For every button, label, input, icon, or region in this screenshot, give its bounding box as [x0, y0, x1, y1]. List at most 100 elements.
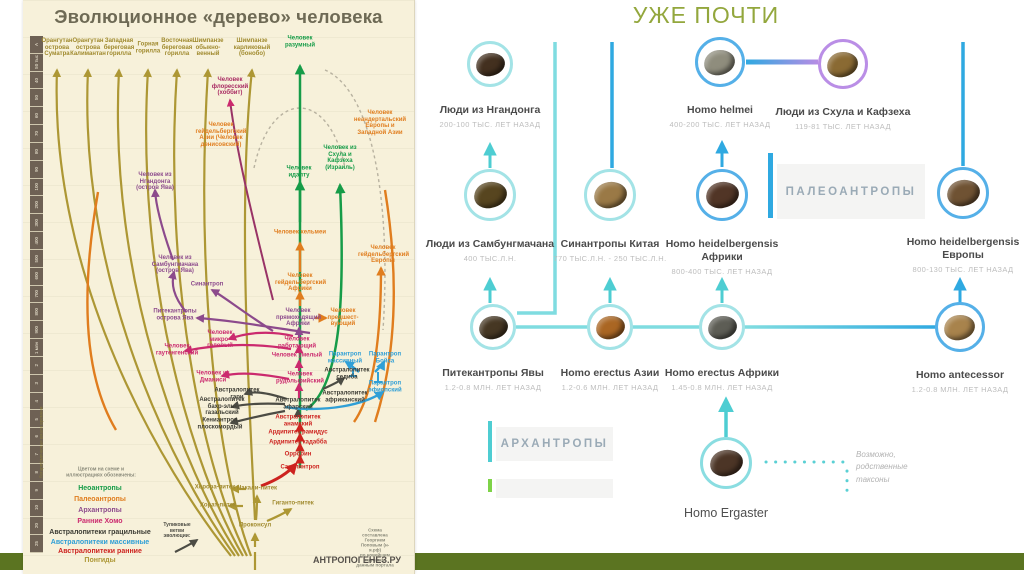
poster-label: Человек из Самбунгмачана (остров Ява) [151, 255, 199, 275]
node-name: Синантропы Китая [560, 238, 660, 250]
next-group-box [496, 479, 613, 498]
poster-label: Человек неандертальский Европы и Западно… [353, 109, 407, 136]
timeline-tick: 9 [30, 481, 43, 500]
poster-label: Шимпанзе обыкно-венный [192, 38, 224, 58]
poster-label: Орангутан острова Калимантан [70, 38, 106, 58]
node-name: Homo heidelbergensis Европы [906, 236, 1020, 261]
archanthropes-label: АРХАНТРОПЫ [500, 438, 609, 450]
timeline-tick: 700 [30, 285, 43, 304]
next-group-bar [488, 479, 492, 492]
node-subtitle: 1.2-0.8 МЛН. ЛЕТ НАЗАД [911, 385, 1009, 394]
poster-label: Ардипитек рамидус [268, 429, 328, 436]
timeline-tick: 20 [30, 517, 43, 536]
poster-label: Кениантроп плоскомордый [197, 417, 243, 430]
timeline-tick: 90 [30, 160, 43, 179]
skull-image [825, 49, 861, 79]
node-name: Люди из Схула и Кафзеха [775, 106, 911, 118]
timeline-tick: 5 [30, 410, 43, 429]
node-name: Люди из Самбунгмачана [425, 238, 555, 250]
paleoanthropes-box: ПАЛЕОАНТРОПЫ [777, 164, 925, 219]
poster-label: Человек из Схула и Кафзеха (Израиль) [323, 144, 357, 171]
timeline-tick: 50 тыс [30, 53, 43, 72]
poster-label: Австралопитеки массивные [50, 539, 150, 547]
node-name: Homo Ergaster [683, 506, 769, 520]
node-ring [467, 41, 513, 87]
poster-label: Неоантропы [78, 485, 122, 493]
node-subtitle: 400-200 ТЫС. ЛЕТ НАЗАД [669, 120, 771, 129]
poster-label: Австралопитеки ранние [58, 548, 142, 556]
poster-label: Ранние Хомо [77, 518, 123, 526]
poster-label: Австралопитек гари [214, 387, 260, 400]
slide-title: УЖЕ ПОЧТИ [632, 2, 780, 28]
paleoanthropes-bar [768, 153, 773, 218]
poster-label: Хорора-питек [194, 484, 236, 491]
poster-label: Человек прямоходящий Африки [276, 308, 322, 328]
timeline-tick: 500 [30, 249, 43, 268]
timeline-tick: 6 [30, 428, 43, 447]
node-name: Homo antecessor [915, 369, 1005, 381]
poster-label: Человек хельмеи [273, 229, 327, 236]
skull-image [706, 313, 738, 341]
node-ring [695, 37, 745, 87]
node-subtitle: 800-400 ТЫС. ЛЕТ НАЗАД [671, 267, 773, 276]
poster-label: АНТРОПОГЕНЕЗ.РУ [312, 555, 402, 566]
timeline-tick: 1 млн [30, 339, 43, 357]
timeline-tick: 800 [30, 303, 43, 322]
timeline-tick: 200 [30, 196, 43, 215]
poster-label: Человек гейдельбергский Европы [358, 245, 410, 265]
node-ring [937, 167, 989, 219]
timeline-tick: 400 [30, 232, 43, 250]
poster-title: Эволюционное «дерево» человека [54, 6, 383, 27]
poster-label: Питекантропы острова Ява [153, 308, 197, 321]
poster-label: Австралопитек африканский [322, 390, 368, 403]
timeline-tick: 40 [30, 71, 43, 90]
poster-label: Человек микро-головый [207, 330, 233, 350]
paleoanthropes-label: ПАЛЕОАНТРОПЫ [785, 185, 917, 198]
timeline-tick: 50 [30, 89, 43, 108]
timeline-tick: 10 [30, 499, 43, 518]
poster-label: Человек рудольфийский [276, 371, 324, 384]
node-name: Homo helmei [687, 104, 753, 116]
node-ring [584, 169, 636, 221]
poster-label: Человек гейдельбергский Африки [275, 273, 327, 293]
poster-label: Парантроп эфиопский [368, 380, 402, 393]
timeline-tick: 3 [30, 374, 43, 393]
poster-label: Понгиды [84, 557, 116, 565]
node-ring [587, 304, 633, 350]
poster-label: Шимпанзе карликовый (бонобо) [233, 38, 271, 58]
poster-label: Парантроп Бойса [368, 351, 402, 364]
node-subtitle: 1.45-0.8 МЛН. ЛЕТ НАЗАД [671, 383, 773, 392]
node-ring [470, 304, 516, 350]
timeline-tick: 80 [30, 142, 43, 161]
skull-image [708, 447, 744, 479]
skull-image [477, 313, 509, 341]
skull-image [472, 179, 508, 211]
poster-label: Цветом на схеме и иллюстрациях обозначен… [66, 466, 136, 478]
poster-curves [52, 63, 395, 570]
poster-label: Человек из Нгандонга (остров Ява) [136, 172, 174, 192]
skull-image [704, 179, 740, 211]
poster-label: Человек идалту [286, 165, 312, 178]
node-ring [464, 169, 516, 221]
timeline-tick: 70 [30, 125, 43, 143]
poster-label: Схема составлена Георгием Поповым (н-я.р… [356, 527, 394, 567]
node-subtitle: 1.2-0.6 МЛН. ЛЕТ НАЗАД [561, 383, 659, 392]
poster-label: Человек флоресский (хоббит) [211, 77, 249, 97]
poster-label: Человек разумный [284, 35, 316, 48]
skull-image [702, 47, 738, 77]
timeline-tick: 300 [30, 214, 43, 233]
timeline-tick: 600 [30, 267, 43, 286]
node-ring [699, 304, 745, 350]
node-name: Homo erectus Африки [664, 367, 780, 379]
timeline-tick: 25 [30, 535, 43, 554]
node-ring [935, 302, 985, 352]
poster-label: Человек работающий [277, 336, 317, 349]
timeline-tick: 2 [30, 356, 43, 375]
archanthropes-bar [488, 421, 492, 462]
skull-image [592, 179, 628, 211]
poster-label: Австралопитеки грацильные [49, 529, 151, 537]
